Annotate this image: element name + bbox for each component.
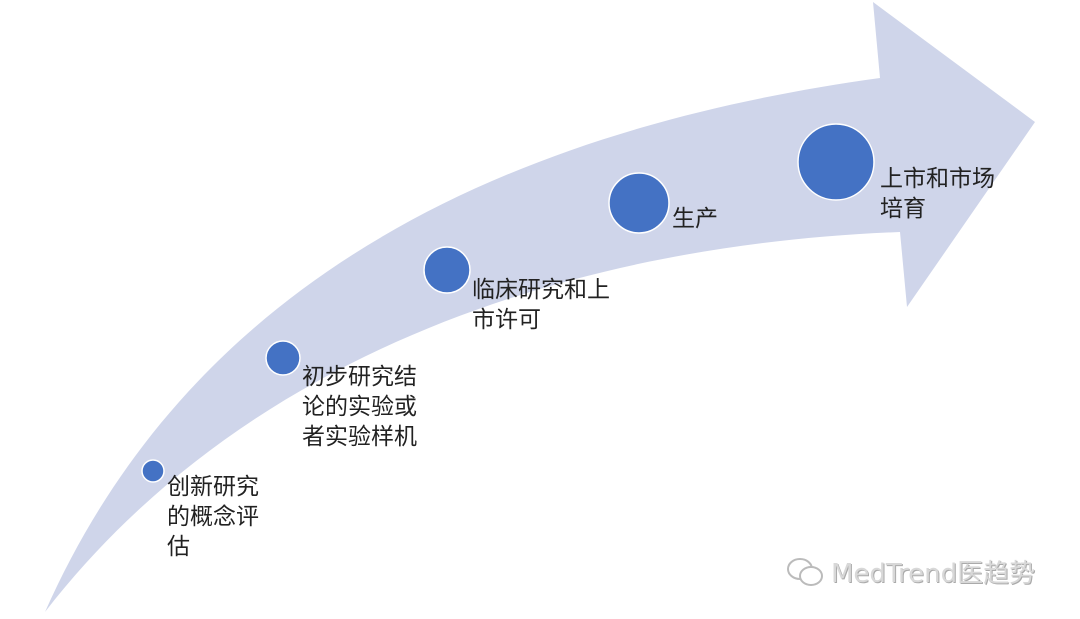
watermark-text: MedTrend医趋势 [831, 559, 1036, 589]
stage-2-label: 初步研究结 论的实验或 者实验样机 [302, 364, 417, 450]
wechat-icon [787, 557, 823, 586]
stage-3-label: 临床研究和上 市许可 [472, 277, 610, 333]
stage-1-label: 创新研究 的概念评 估 [167, 474, 259, 560]
watermark: MedTrend医趋势 [785, 553, 1035, 590]
stage-3-dot [423, 246, 471, 294]
stage-1-dot [141, 459, 165, 483]
stage-4-dot [608, 172, 670, 234]
stage-2-dot [265, 340, 301, 376]
arrow-shape [45, 2, 1035, 612]
stage-4-label: 生产 [672, 206, 718, 232]
stage-5-dot [797, 123, 875, 201]
stage-5-label: 上市和市场 培育 [880, 166, 995, 222]
